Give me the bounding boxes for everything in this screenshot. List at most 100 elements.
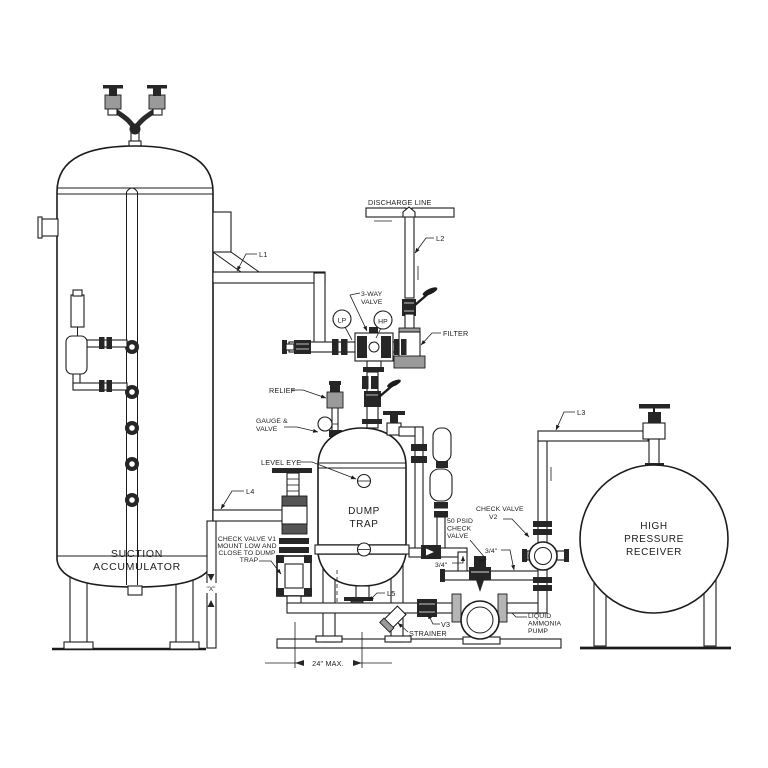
suction-accumulator-label-1: SUCTION [111,548,163,560]
pressure-regulator [469,556,491,592]
check-valve-v2 [528,541,558,571]
accumulator-side-nozzle [40,218,59,237]
check-v1-leader [259,560,282,575]
accumulator-drain-nub [127,585,143,596]
hose-valve [294,340,311,354]
float-switch-assembly [65,289,128,392]
psid-label-3: VALVE [447,533,469,540]
pressure-gauge [317,416,333,432]
hp-gauge: HP [373,310,393,339]
pump-label-2: AMMONIA [528,621,562,628]
dim-x-label: "X" [207,586,217,593]
hp-gauge-label: HP [378,319,388,326]
dump-trap-relief-gauge-assembly [317,381,344,441]
inlet-angle-valve [364,391,381,407]
pump-label-1: LIQUID [528,613,551,620]
l3-leader [555,411,575,431]
shutoff-valve [281,495,308,507]
dual-relief-valve-assembly [103,85,167,151]
check-v2-label-1: CHECK VALVE [476,506,524,513]
l2-angle-valve [402,287,438,316]
suction-accumulator-vessel: SUCTION ACCUMULATOR [37,85,214,650]
size-a-leader [452,555,465,564]
relief-valve-right [148,94,166,110]
l3-label: L3 [577,408,586,417]
lp-gauge: LP [332,309,353,341]
relief-leader [291,389,327,399]
dump-trap-label-1: DUMP [348,506,380,517]
relief-valve-left [104,94,122,110]
l2-label: L2 [436,234,445,243]
valve-handwheel [387,379,401,388]
valve-handwheel [422,287,438,296]
gauge-manifold: LP HP 3-WAY VALVE [282,291,407,372]
gauge-valve-label-2: VALVE [256,426,278,433]
accumulator-foot-left [63,641,94,650]
discharge-header: DISCHARGE LINE L2 [365,198,455,299]
strainer-leader [397,622,409,633]
check-valve-v1-assembly: L4 "X" CHECK VALVE V1 MOUNT LOW AND CLOS… [200,468,312,649]
strainer-label: STRAINER [409,629,447,638]
equipment-skid [276,638,562,649]
accumulator-shell [56,145,214,588]
relief-valve [326,391,344,409]
filter-leader [420,332,441,346]
l5-leader [368,592,385,602]
l1-leader [236,253,257,272]
dump-trap-label-2: TRAP [349,519,378,530]
psid-leader [469,539,487,562]
strainer [379,605,407,633]
three-way-valve [354,327,394,372]
l4-label: L4 [246,487,255,496]
relief-label: RELIEF [269,386,296,395]
receiver-label-2: PRESSURE [624,534,684,545]
dimension-24-max: 24" MAX. [265,622,392,668]
size-label-a: 3/4" [435,562,448,569]
l4-leader [220,490,244,510]
receiver-label-3: RECEIVER [626,547,682,558]
dump-trap-vessel: DUMP TRAP [314,427,412,643]
vapor-outlet-duct [212,211,232,253]
receiver-label-1: HIGH [640,521,667,532]
v3-label: V3 [441,620,450,629]
level-eye-label: LEVEL EYE [261,458,301,467]
gas-pressurizing-line: 50 PSID CHECK VALVE 3/4" 3/4" [383,411,544,592]
l2-riser [404,216,415,299]
valve-v3 [417,599,437,617]
receiver-inlet-valve [642,422,666,440]
l1-label: L1 [259,250,268,259]
check-v1-label-4: TRAP [240,557,259,564]
level-eye-sight-glasses [125,340,139,507]
lp-gauge-label: LP [338,318,347,325]
three-way-valve-label-1: 3-WAY [361,291,383,298]
l4-pipe [212,509,284,522]
v3-leader [427,613,440,625]
l1-piping: L1 [212,211,326,345]
dump-trap-inlet-pipe [362,371,401,429]
size-label-b: 3/4" [485,548,498,555]
level-eye-leader [300,461,357,480]
gauge-valve-label-1: GAUGE & [256,418,288,425]
check-v1-label-3: CLOSE TO DUMP [218,550,276,557]
filter-label: FILTER [443,329,468,338]
gas-dome-cylinder [432,427,452,463]
dim-24-label: 24" MAX. [312,659,344,668]
check-v2-leader [503,518,530,538]
l2-leader [414,237,434,254]
gauge-valve [329,430,342,437]
discharge-line-label: DISCHARGE LINE [368,198,432,207]
pump-suction-flange [451,593,462,623]
check-v1-label-2: MOUNT LOW AND [217,543,276,550]
size-b-leader [501,549,515,571]
pump-suction-line: L5 STRAINER V3 LIQUID AMMONIA PUMP [286,570,562,645]
valve-handwheel [639,404,670,409]
l5-label: L5 [387,589,396,598]
three-way-valve-label-2: VALVE [361,299,383,306]
psid-label-2: CHECK [447,526,472,533]
three-way-valve-leader [349,292,368,332]
accumulator-foot-right [169,641,200,650]
float-pot [429,468,453,502]
receiver-shell [579,464,729,614]
